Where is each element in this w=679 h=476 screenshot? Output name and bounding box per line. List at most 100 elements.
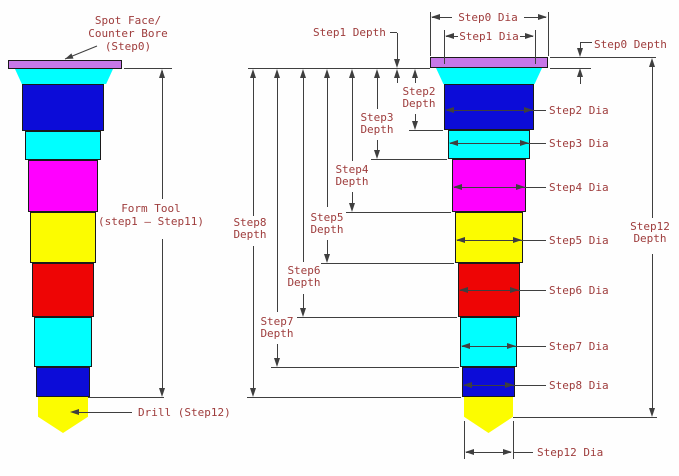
step12-depth-label-line2: Depth	[633, 232, 667, 245]
right-step2	[444, 84, 534, 130]
step3-depth-line-upper	[377, 72, 378, 109]
step4-dia-line	[454, 187, 546, 188]
step6-dia-right-arrow	[510, 287, 519, 293]
spot-face-leader	[64, 45, 98, 60]
step7-dia-label: Step7 Dia	[549, 340, 609, 353]
step3-dia-label: Step3 Dia	[549, 137, 609, 150]
spot-face-label-line1: Spot Face/	[94, 14, 162, 27]
step1-dia-ext-left	[444, 30, 445, 64]
left-step7	[34, 317, 92, 367]
right-step3	[448, 130, 530, 159]
step2-depth-bottom-line	[409, 130, 443, 131]
step0-depth-label-tick	[580, 42, 592, 43]
step3-dia-line	[450, 143, 546, 144]
right-step5	[455, 212, 523, 263]
left-flange-step0	[8, 60, 122, 69]
right-flange-step0	[430, 57, 548, 68]
step1-depth-down-arrow	[394, 59, 400, 68]
step6-depth-label: Step6 Depth	[278, 265, 330, 289]
step2-depth-line-upper	[415, 72, 416, 83]
step0-dia-dim-right	[524, 17, 546, 18]
left-step8-bottom-line	[88, 397, 164, 398]
left-step3	[25, 131, 101, 160]
step3-depth-down-arrow	[374, 150, 380, 159]
step12-depth-label: Step12 Depth	[624, 221, 676, 245]
step12-depth-label-line1: Step12	[630, 220, 670, 233]
step6-dia-label: Step6 Dia	[549, 284, 609, 297]
step8-depth-label-line1: Step8	[233, 216, 267, 229]
step0-depth-up-arrow	[577, 68, 583, 77]
step5-dia-left-arrow	[456, 237, 465, 243]
left-step5	[30, 212, 96, 263]
step6-depth-down-arrow	[300, 308, 306, 317]
step4-depth-bottom-line	[346, 212, 451, 213]
left-step4	[28, 160, 98, 212]
right-step4	[452, 159, 526, 212]
step12-dia-right-arrow	[503, 449, 512, 455]
drill-label: Drill (Step12)	[138, 406, 231, 419]
step2-dia-line	[447, 110, 546, 111]
right-step1-taper	[436, 68, 542, 84]
step4-dia-label: Step4 Dia	[549, 181, 609, 194]
step4-depth-label-line2: Depth	[335, 175, 369, 188]
step6-depth-label-line1: Step6	[287, 264, 321, 277]
left-surface-ext-line	[124, 68, 172, 69]
step3-depth-line-lower	[377, 140, 378, 151]
step4-depth-line-upper	[352, 72, 353, 161]
step8-depth-line-upper	[253, 72, 254, 216]
left-step1-taper	[15, 69, 113, 84]
step7-dia-right-arrow	[507, 343, 516, 349]
step5-depth-label-line1: Step5	[310, 211, 344, 224]
step1-dia-label: Step1 Dia	[459, 30, 519, 43]
step3-depth-label-line2: Depth	[360, 123, 394, 136]
form-tool-label: Form Tool (step1 — Step11)	[96, 202, 206, 228]
step7-dia-left-arrow	[461, 343, 470, 349]
step5-depth-line-upper	[327, 72, 328, 207]
left-step8	[36, 367, 90, 397]
step8-depth-label-line2: Depth	[233, 228, 267, 241]
drill-leader-line	[79, 412, 132, 413]
form-dim-up-arrow	[159, 69, 165, 78]
step7-depth-bottom-line	[271, 367, 459, 368]
step4-depth-down-arrow	[349, 203, 355, 212]
step7-dia-line	[462, 346, 546, 347]
step0-depth-upper-tail	[580, 42, 581, 49]
left-step2	[22, 84, 104, 131]
step4-depth-line-lower	[352, 192, 353, 204]
step1-dia-right-arrow	[525, 33, 534, 39]
step4-dia-right-arrow	[516, 184, 525, 190]
step12-dia-left-arrow	[465, 449, 474, 455]
step8-dia-left-arrow	[463, 382, 472, 388]
step7-depth-label-line2: Depth	[260, 327, 294, 340]
form-tool-label-line2: (step1 — Step11)	[98, 215, 204, 228]
step1-depth-label: Step1 Depth	[313, 26, 386, 39]
form-dim-line-lower	[162, 239, 163, 389]
form-dim-line-upper	[162, 71, 163, 199]
step8-depth-label: Step8 Depth	[224, 217, 276, 241]
step0-depth-lower-tail	[580, 77, 581, 84]
step5-depth-line-lower	[327, 240, 328, 255]
step12-depth-line-upper	[652, 67, 653, 218]
spot-face-label-line3: (Step0)	[104, 40, 152, 53]
step12-depth-up-arrow	[649, 58, 655, 67]
step2-depth-down-arrow	[412, 121, 418, 130]
step0-dia-left-arrow	[431, 14, 440, 20]
step6-dia-left-arrow	[459, 287, 468, 293]
step3-depth-label-line1: Step3	[360, 111, 394, 124]
left-step6	[32, 263, 94, 317]
step2-dia-left-arrow	[445, 107, 454, 113]
step5-depth-down-arrow	[324, 254, 330, 263]
step6-depth-line-upper	[303, 72, 304, 262]
step2-dia-label: Step2 Dia	[549, 104, 609, 117]
step8-dia-right-arrow	[505, 382, 514, 388]
step2-depth-label-line1: Step2	[402, 85, 436, 98]
step2-depth-label-line2: Depth	[402, 97, 436, 110]
step2-depth-line-lower	[415, 114, 416, 122]
step5-dia-label: Step5 Dia	[549, 234, 609, 247]
